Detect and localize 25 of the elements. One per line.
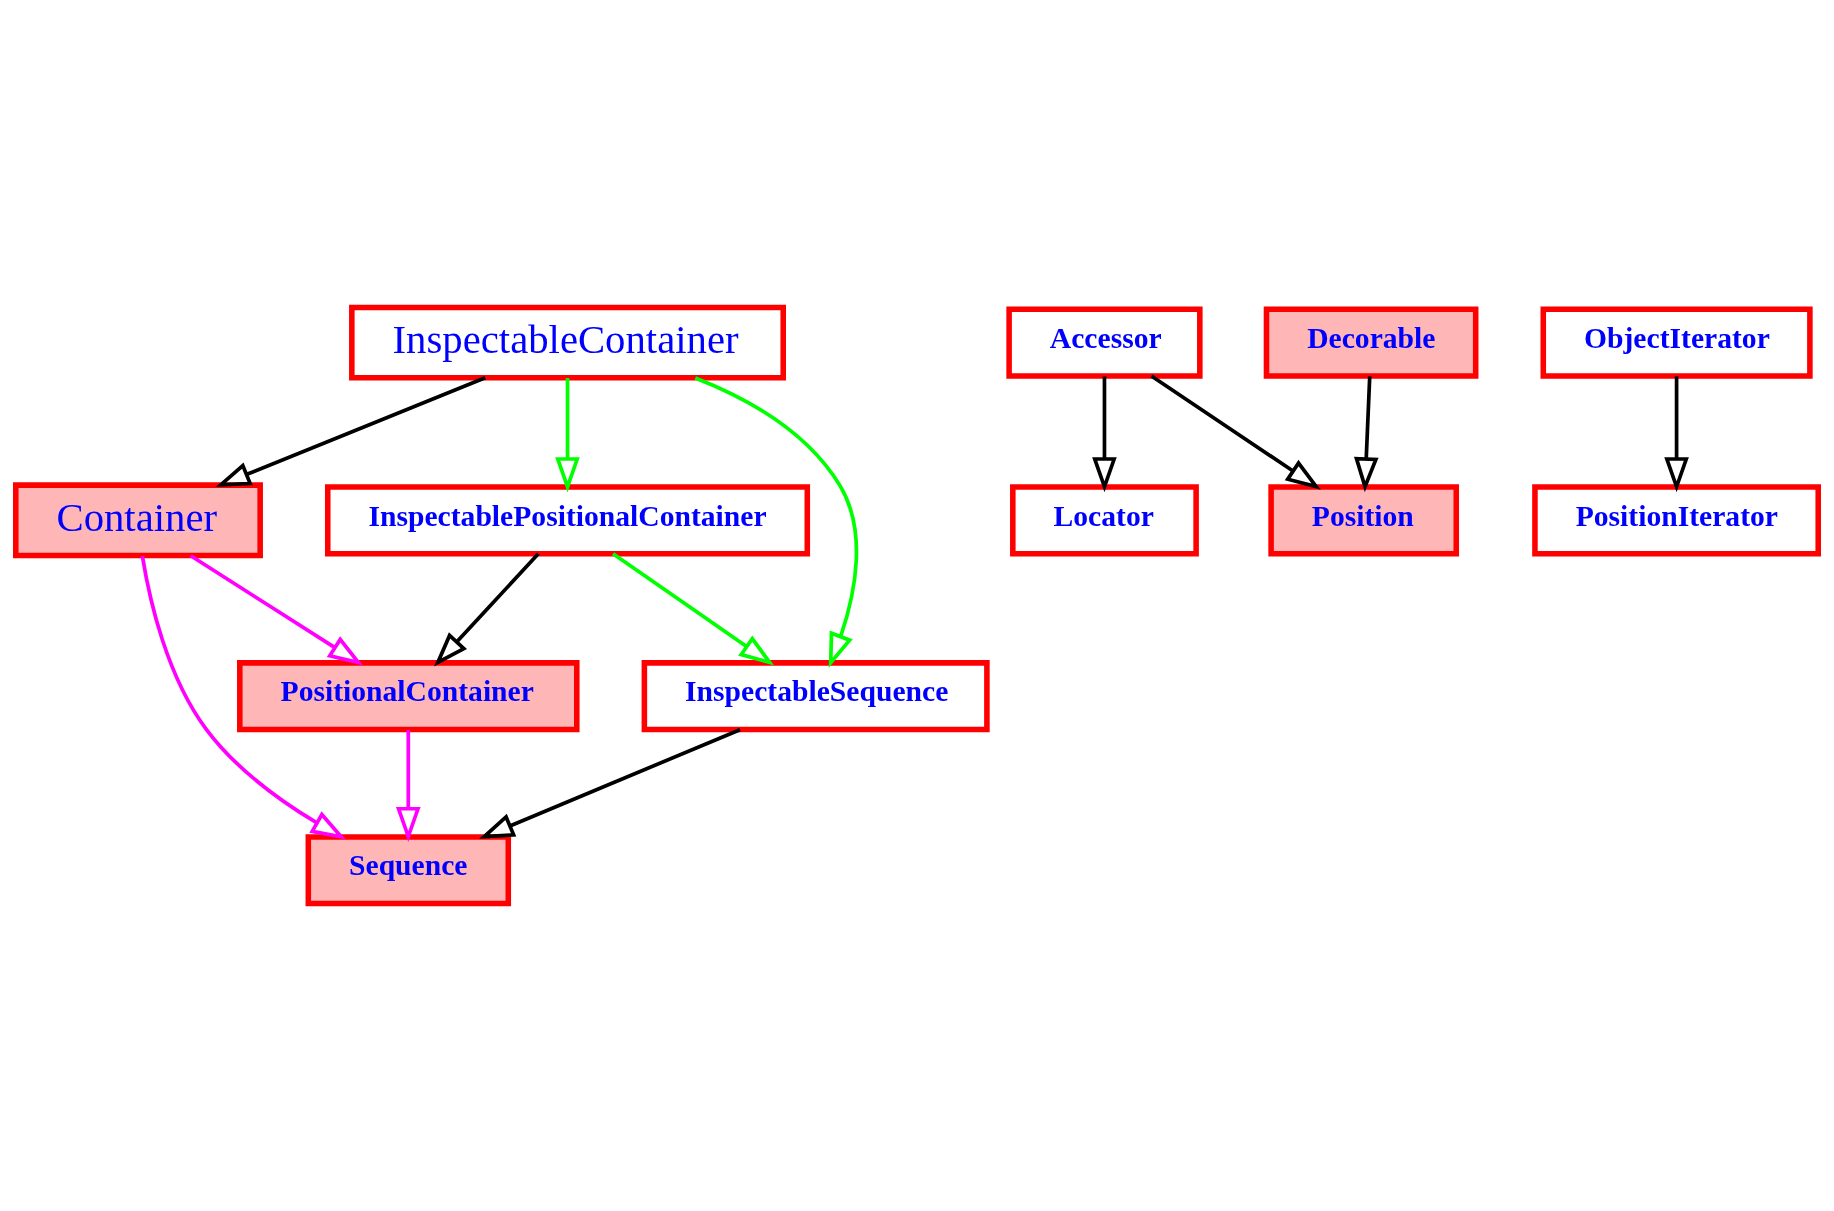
node-box: Decorable	[1263, 306, 1479, 379]
node-box: InspectableSequence	[641, 660, 990, 733]
node-box: PositionalContainer	[237, 660, 580, 733]
arrow	[1353, 376, 1379, 493]
arrow	[189, 554, 364, 666]
node-box: Sequence	[305, 834, 512, 907]
node-box: Position	[1268, 484, 1460, 557]
node-box: PositionIterator	[1532, 484, 1821, 557]
arrow	[395, 730, 421, 843]
arrow	[479, 728, 741, 839]
arrow	[140, 555, 347, 840]
arrow	[1664, 376, 1689, 493]
arrow	[694, 376, 859, 668]
node-box: InspectableContainer	[349, 304, 786, 381]
arrow	[612, 552, 775, 666]
node-box: Container	[13, 482, 263, 559]
arrow	[555, 378, 580, 493]
node-box: Accessor	[1006, 306, 1203, 379]
arrow	[434, 552, 540, 667]
node-box: InspectablePositionalContainer	[325, 484, 811, 557]
node-box: ObjectIterator	[1540, 306, 1813, 379]
arrow	[215, 376, 486, 488]
node-box: Locator	[1010, 484, 1199, 557]
arrow	[1150, 374, 1321, 490]
arrow	[1092, 376, 1117, 493]
